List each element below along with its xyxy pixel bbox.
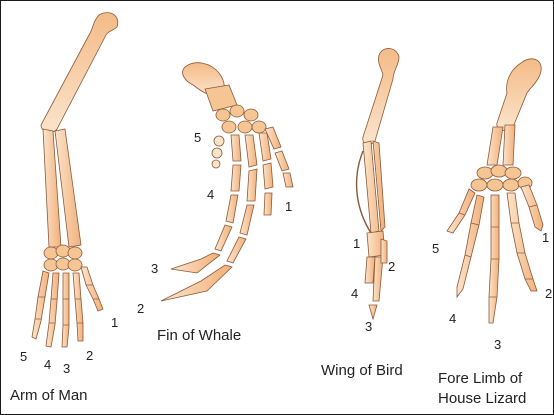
whale-digit-label: 1 — [285, 199, 292, 214]
whale-digit-5 — [212, 136, 224, 168]
arm-of-man — [32, 13, 118, 347]
whale-digit-2 — [259, 133, 273, 215]
man-digit-label: 4 — [44, 357, 51, 372]
whale-carpals — [216, 105, 266, 133]
fore-limb-of-house-lizard — [447, 59, 543, 323]
bird-caption: Wing of Bird — [321, 362, 403, 379]
whale-digit-label: 3 — [151, 261, 158, 276]
lizard-ulna — [487, 127, 503, 165]
whale-digit-label: 2 — [137, 301, 144, 316]
whale-digit-4 — [171, 135, 241, 273]
man-fingers — [32, 267, 103, 347]
lizard-fingers — [447, 185, 543, 323]
lizard-digit-label: 5 — [432, 241, 439, 256]
man-humerus — [41, 13, 118, 133]
bird-radius-ulna — [363, 141, 385, 233]
wing-of-bird — [357, 48, 399, 319]
bird-digit-label: 4 — [351, 286, 358, 301]
man-digit-label: 2 — [86, 348, 93, 363]
whale-digit-label: 4 — [207, 187, 214, 202]
fin-of-whale — [161, 63, 293, 301]
lizard-digit-label: 3 — [494, 337, 501, 352]
lizard-digit-label: 1 — [542, 230, 549, 245]
bird-digit-label: 1 — [353, 236, 360, 251]
man-digit-label: 5 — [20, 349, 27, 364]
man-caption: Arm of Man — [10, 387, 88, 404]
man-digit-label: 3 — [63, 361, 70, 376]
whale-caption: Fin of Whale — [157, 327, 241, 344]
whale-digit-label: 5 — [194, 130, 201, 145]
man-carpals — [44, 245, 82, 271]
bird-digit-label: 2 — [388, 259, 395, 274]
bird-humerus — [363, 48, 399, 144]
bird-digit-label: 3 — [365, 319, 372, 334]
lizard-humerus — [497, 59, 541, 131]
whale-digit-3 — [161, 135, 257, 301]
bird-hand — [365, 231, 387, 319]
lizard-digit-label: 4 — [449, 311, 456, 326]
lizard-caption: House Lizard — [438, 390, 526, 407]
lizard-radius — [503, 125, 515, 165]
man-digit-label: 1 — [111, 315, 118, 330]
lizard-caption: Fore Limb of — [438, 370, 523, 387]
lizard-digit-label: 2 — [545, 286, 552, 301]
